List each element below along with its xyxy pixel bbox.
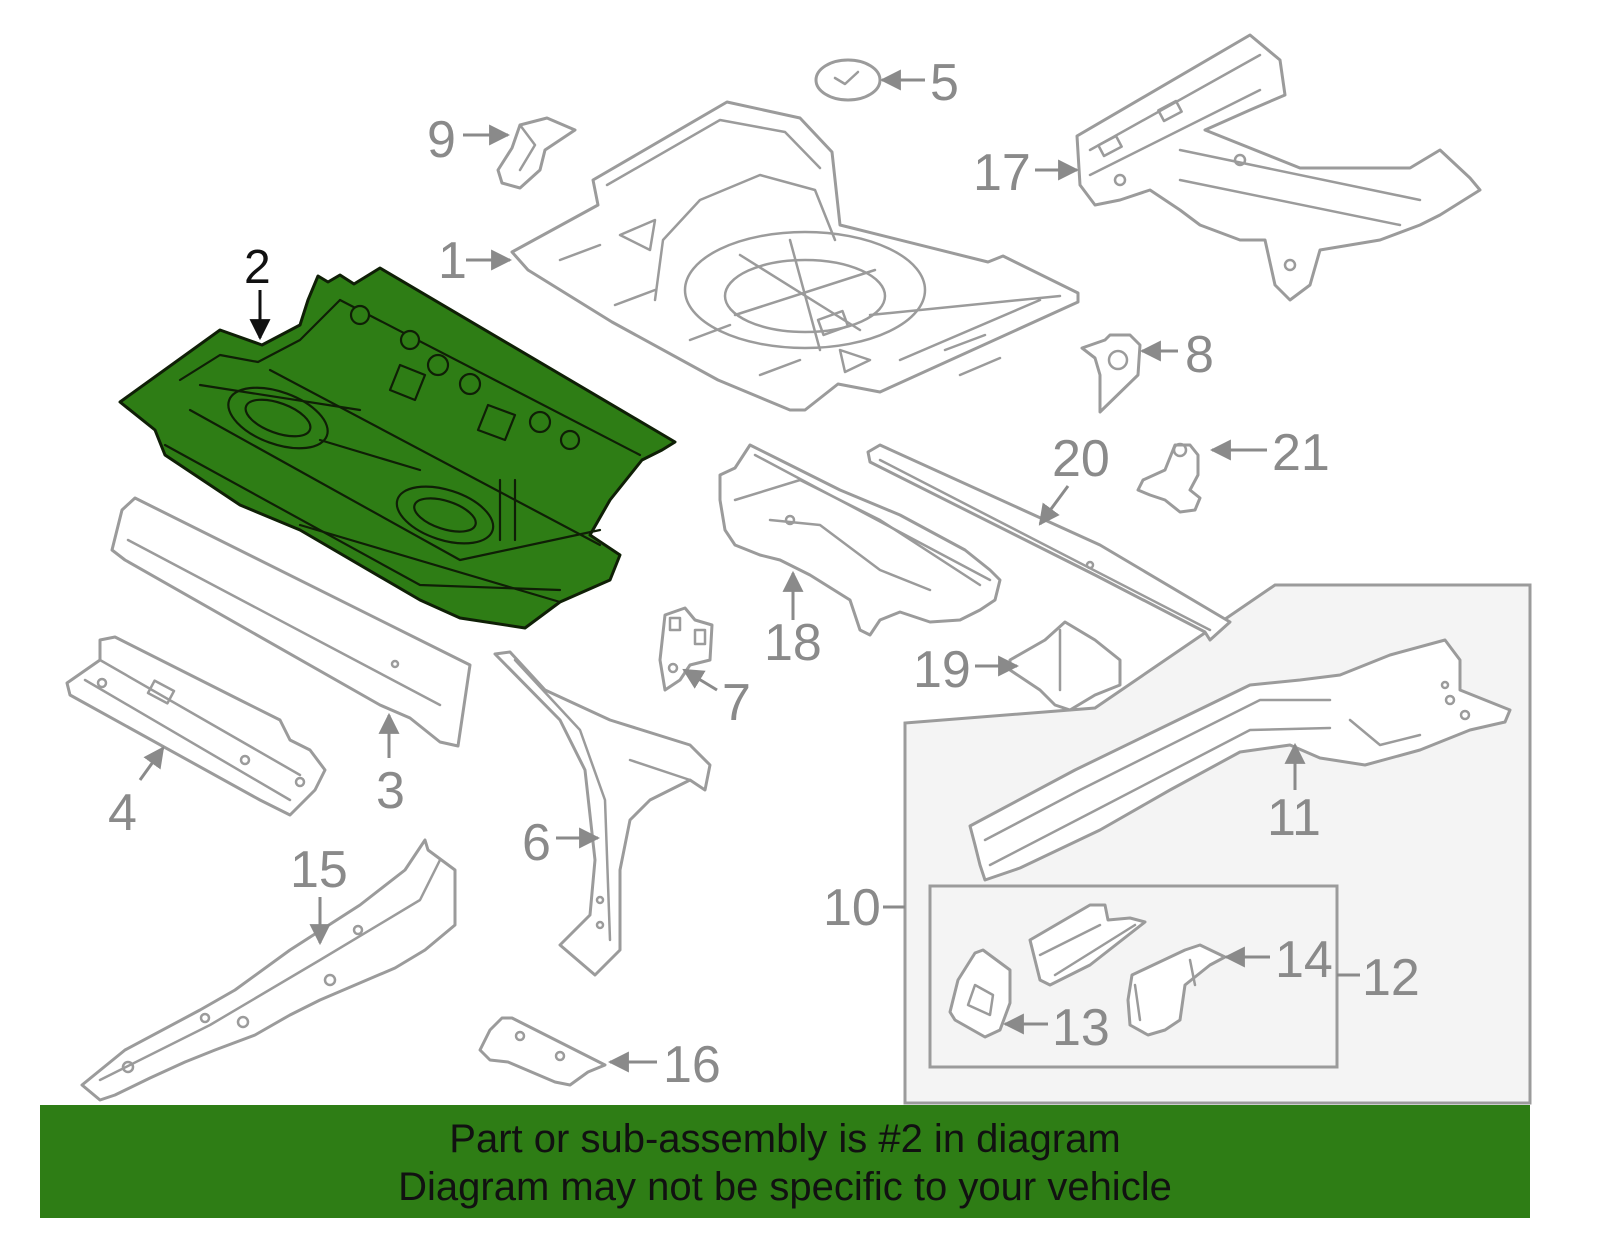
- part-2-rear-floor-pan-highlighted: [118, 266, 677, 630]
- callout-3: 3: [376, 762, 405, 820]
- callout-5: 5: [930, 54, 959, 112]
- part-1-rear-floor-pan: [510, 100, 1080, 412]
- callout-17: 17: [973, 144, 1031, 202]
- footer-line-1: Part or sub-assembly is #2 in diagram: [449, 1117, 1121, 1161]
- callout-15: 15: [290, 841, 348, 899]
- part-18-inner-panel: [718, 443, 1002, 637]
- callout-20-line: [1038, 485, 1070, 526]
- callout-21: 21: [1272, 424, 1330, 482]
- callout-11: 11: [1267, 789, 1321, 847]
- callout-12: 12: [1362, 949, 1420, 1007]
- callout-14: 14: [1275, 931, 1333, 989]
- part-13-plate: [948, 948, 1012, 1039]
- part-20-reinforcement: [866, 443, 1232, 642]
- footer-banner: Part or sub-assembly is #2 in diagram Di…: [40, 1105, 1530, 1218]
- part-6-pillar: [493, 650, 712, 977]
- part-16-bracket: [478, 1016, 607, 1087]
- part-9-bracket: [496, 116, 577, 190]
- callout-13: 13: [1052, 999, 1110, 1057]
- part-7-bracket: [658, 606, 714, 692]
- callout-7: 7: [722, 674, 751, 732]
- part-19-bracket: [1008, 620, 1122, 712]
- callout-7-line: [682, 668, 718, 692]
- part-5-plug: [814, 58, 882, 102]
- part-3-crossmember: [110, 496, 472, 748]
- callout-2: 2: [244, 241, 271, 294]
- part-12-bracket: [1028, 903, 1147, 987]
- part-11-rail-assembly: [968, 638, 1512, 882]
- callout-18: 18: [764, 614, 822, 672]
- callout-19: 19: [913, 641, 971, 699]
- callout-4: 4: [108, 784, 137, 842]
- callout-20: 20: [1052, 430, 1110, 488]
- callout-6: 6: [522, 814, 551, 872]
- callout-16: 16: [663, 1036, 721, 1094]
- part-17-rear-crossmember: [1075, 33, 1482, 302]
- callout-1: 1: [438, 232, 467, 290]
- footer-line-2: Diagram may not be specific to your vehi…: [398, 1165, 1172, 1209]
- part-21-bracket: [1136, 442, 1202, 514]
- callout-8: 8: [1185, 326, 1214, 384]
- part-14-bracket: [1126, 943, 1227, 1037]
- callout-10: 10: [823, 879, 881, 937]
- callout-9: 9: [427, 111, 456, 169]
- part-8-gusset: [1080, 333, 1142, 414]
- callout-4-line: [138, 746, 165, 781]
- part-15-sill: [80, 838, 457, 1102]
- part-4-rail: [65, 635, 327, 817]
